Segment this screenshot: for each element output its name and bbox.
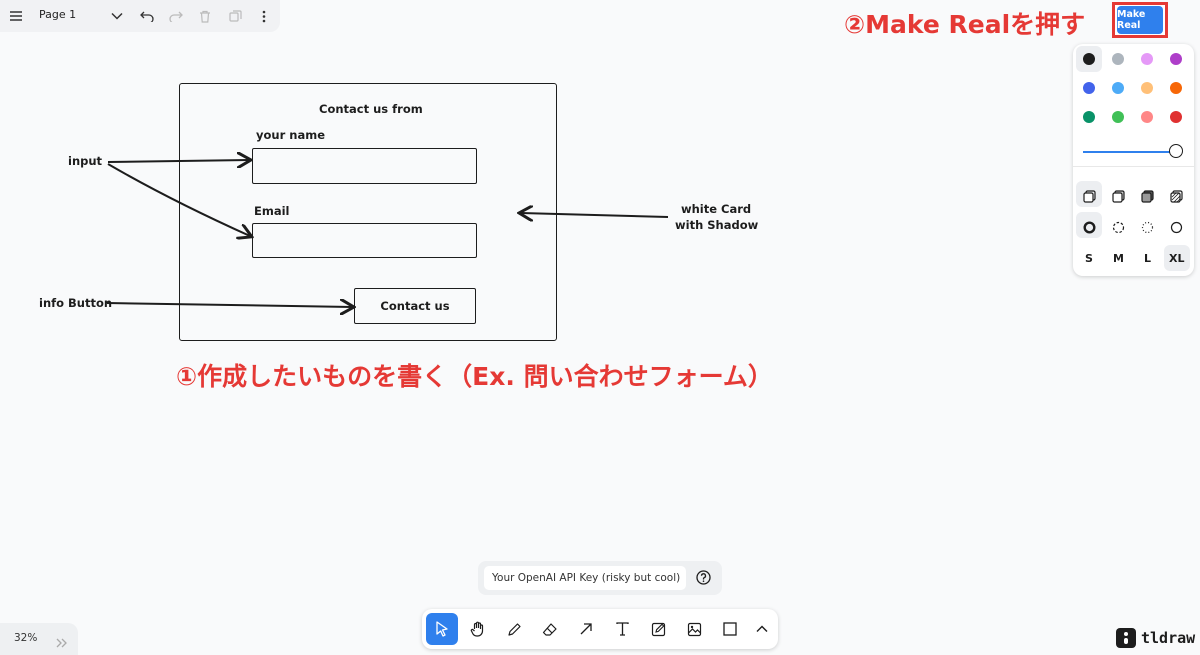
arrow-input-to-name — [107, 160, 249, 162]
make-real-button[interactable]: Make Real — [1117, 6, 1163, 34]
color-swatch-5[interactable] — [1083, 82, 1095, 94]
note-input[interactable]: input — [68, 154, 103, 168]
sketch-email-input[interactable] — [252, 223, 477, 258]
color-swatch-9[interactable] — [1083, 111, 1095, 123]
color-swatch-12[interactable] — [1170, 111, 1182, 123]
help-icon[interactable] — [696, 570, 711, 589]
hand-tool-icon[interactable] — [462, 613, 494, 645]
menu-bar: Page 1 — [0, 0, 280, 32]
tldraw-logo-icon — [1116, 628, 1136, 648]
panel-divider — [1073, 166, 1194, 167]
annotation-step2[interactable]: ②Make Realを押す — [844, 10, 1086, 39]
note-card-line1[interactable]: white Card — [681, 202, 752, 216]
page-name[interactable]: Page 1 — [39, 8, 77, 21]
size-m[interactable]: M — [1113, 252, 1124, 265]
color-swatch-8[interactable] — [1170, 82, 1182, 94]
eraser-tool-icon[interactable] — [534, 613, 566, 645]
fill-none-icon[interactable] — [1083, 188, 1096, 207]
image-tool-icon[interactable] — [678, 613, 710, 645]
color-swatch-10[interactable] — [1112, 111, 1124, 123]
redo-icon[interactable] — [164, 4, 188, 28]
sketch-name-label[interactable]: your name — [256, 128, 325, 142]
sketch-card[interactable] — [179, 83, 557, 341]
selected-dash-highlight — [1076, 212, 1102, 238]
dash-draw-icon[interactable] — [1083, 219, 1096, 238]
zoom-level[interactable]: 32% — [14, 632, 38, 644]
opacity-slider-track[interactable] — [1083, 151, 1177, 153]
color-swatch-1[interactable] — [1083, 53, 1095, 65]
undo-icon[interactable] — [135, 4, 159, 28]
size-xl[interactable]: XL — [1169, 252, 1185, 265]
fill-pattern-icon[interactable] — [1170, 188, 1183, 207]
style-panel: S M L XL — [1073, 44, 1194, 276]
color-swatch-7[interactable] — [1141, 82, 1153, 94]
draw-tool-icon[interactable] — [498, 613, 530, 645]
color-swatch-3[interactable] — [1141, 53, 1153, 65]
chevron-up-icon[interactable] — [746, 613, 778, 645]
make-real-highlight: Make Real — [1112, 2, 1168, 38]
color-swatch-4[interactable] — [1170, 53, 1182, 65]
sketch-contact-button-label: Contact us — [380, 299, 450, 313]
select-tool-icon[interactable] — [426, 613, 458, 645]
more-options-icon[interactable] — [252, 4, 276, 28]
color-swatch-6[interactable] — [1112, 82, 1124, 94]
main-toolbar — [422, 609, 778, 649]
note-tool-icon[interactable] — [642, 613, 674, 645]
selected-size-highlight — [1164, 245, 1190, 271]
dash-dotted-icon[interactable] — [1141, 219, 1154, 238]
arrow-tool-icon[interactable] — [570, 613, 602, 645]
dash-solid-icon[interactable] — [1170, 219, 1183, 238]
text-tool-icon[interactable] — [606, 613, 638, 645]
chevron-down-icon[interactable] — [105, 4, 129, 28]
zoom-bar: 32% — [0, 623, 78, 655]
sketch-email-label[interactable]: Email — [254, 204, 290, 218]
tldraw-logo[interactable]: tldraw — [1116, 628, 1195, 648]
trash-icon[interactable] — [193, 4, 217, 28]
arrow-info-button — [106, 303, 352, 307]
minimap-toggle-icon[interactable] — [56, 633, 68, 652]
note-info-button[interactable]: info Button — [39, 296, 113, 310]
fill-solid-icon[interactable] — [1141, 188, 1154, 207]
tldraw-logo-text: tldraw — [1141, 629, 1196, 647]
size-l[interactable]: L — [1144, 252, 1152, 265]
color-swatch-2[interactable] — [1112, 53, 1124, 65]
rectangle-tool-icon[interactable] — [714, 613, 746, 645]
note-card-line2[interactable]: with Shadow — [675, 218, 759, 232]
arrow-input-to-email — [107, 163, 250, 236]
arrow-card-note — [521, 213, 669, 217]
dash-dashed-icon[interactable] — [1112, 219, 1125, 238]
api-key-bar: Your OpenAI API Key (risky but cool) — [478, 561, 722, 595]
hamburger-menu-icon[interactable] — [4, 4, 28, 28]
duplicate-icon[interactable] — [223, 4, 247, 28]
size-s[interactable]: S — [1085, 252, 1093, 265]
color-swatch-11[interactable] — [1141, 111, 1153, 123]
fill-semi-icon[interactable] — [1112, 188, 1125, 207]
api-key-input[interactable]: Your OpenAI API Key (risky but cool) — [484, 566, 686, 590]
annotation-step1[interactable]: ①作成したいものを書く（Ex. 問い合わせフォーム） — [176, 362, 773, 391]
sketch-card-title[interactable]: Contact us from — [319, 102, 423, 116]
opacity-slider-thumb[interactable] — [1169, 144, 1183, 158]
